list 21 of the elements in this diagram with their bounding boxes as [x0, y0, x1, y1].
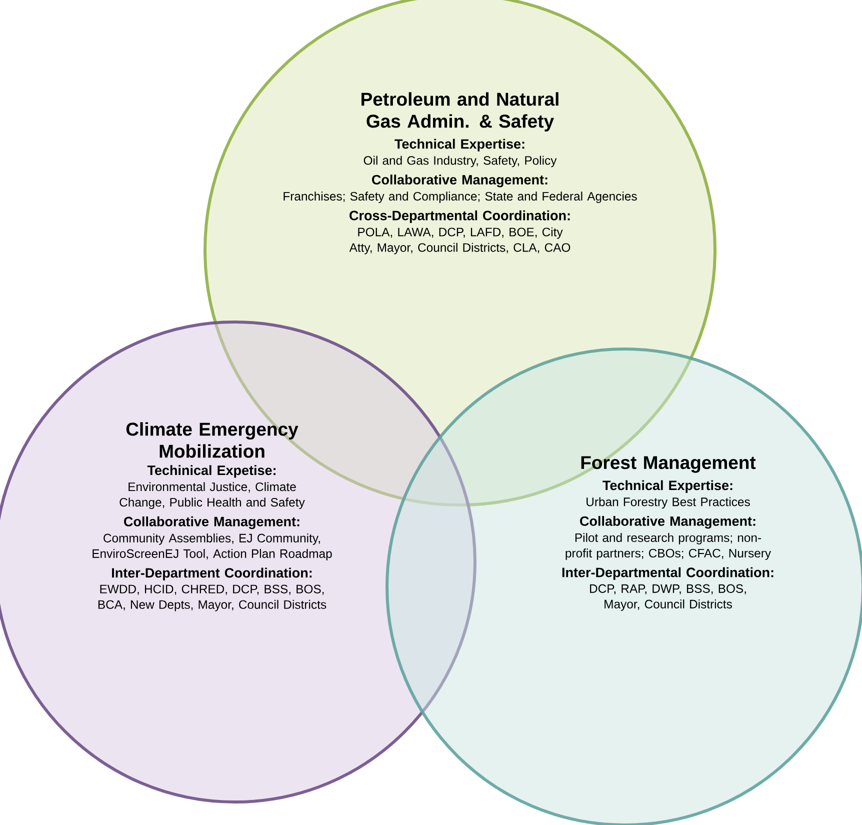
circle-title: Petroleum and Natural Gas Admin. & Safety — [362, 92, 558, 132]
circle-title: Forest Management — [581, 456, 756, 473]
section-heading: Techinical Expetise: — [147, 465, 276, 478]
section-heading: Collaborative Management: — [580, 516, 756, 529]
section-text: POLA, LAWA, DCP, LAFD, BOE, City Atty, Mayor, Council Districts, CLA, CAO — [349, 227, 570, 254]
section-text: DCP, RAP, DWP, BSS, BOS, Mayor, Council Districts — [590, 584, 746, 611]
section-heading: Collaborative Management: — [372, 174, 548, 188]
section-heading: Technical Expertise: — [602, 480, 732, 493]
section-text: Environmental Justice, Climate Change, Public Health and Safety — [120, 482, 305, 510]
section-heading: Technical Expertise: — [394, 138, 524, 152]
circle-title: Climate Emergency Mobilization — [126, 422, 298, 458]
section-heading: Collaborative Management: — [124, 516, 300, 530]
section-text: Pilot and research programs; non-profit partners; CBOs; CFAC, Nursery — [566, 533, 771, 560]
section-text: Oil and Gas Industry, Safety, Policy — [364, 156, 557, 168]
section-text: Community Assemblies, EJ Community, EnviroScreenEJ Tool, Action Plan Roadmap — [92, 533, 332, 560]
section-heading: Inter-Departmental Coordination: — [562, 567, 774, 580]
section-heading: Cross-Departmental Coordination: — [350, 210, 570, 223]
section-text: Franchises; Safety and Compliance; State and Federal Agencies — [284, 192, 637, 203]
section-text: Urban Forestry Best Practices — [586, 497, 750, 509]
section-heading: Inter-Department Coordination: — [112, 568, 312, 580]
section-text: EWDD, HCID, CHRED, DCP, BSS, BOS, BCA, New Depts, Mayor, Council Districts — [98, 584, 326, 612]
